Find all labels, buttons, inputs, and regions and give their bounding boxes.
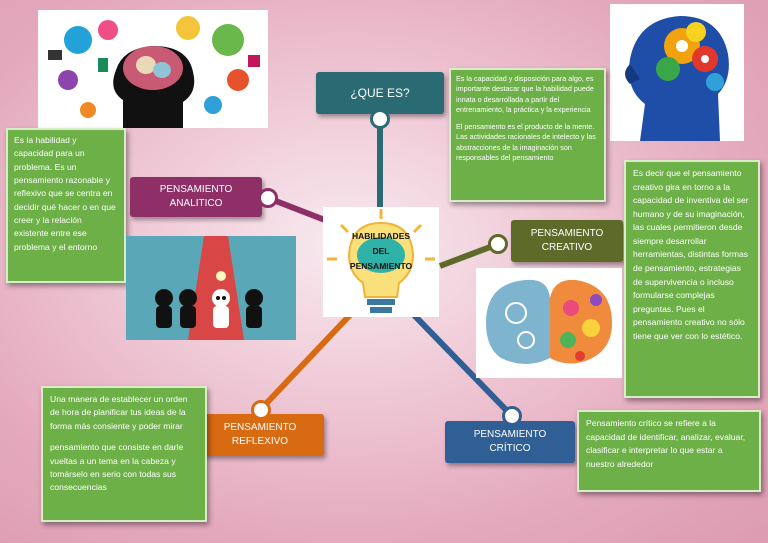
critico-description-box: Pensamiento crítico se refiere a la capa…: [577, 410, 761, 492]
node-pensamiento-creativo: PENSAMIENTO CREATIVO: [511, 220, 623, 262]
creativo-text: Es decir que el pensamiento creativo gir…: [633, 168, 749, 341]
center-title-line3: PENSAMIENTO: [349, 260, 413, 271]
connector-circle-critico: [502, 406, 522, 426]
creativo-description-box: Es decir que el pensamiento creativo gir…: [624, 160, 760, 398]
node-que-es: ¿QUE ES?: [316, 72, 444, 114]
head-icons-illustration: [38, 10, 268, 128]
que-es-description-box: Es la capacidad y disposición para algo,…: [449, 68, 606, 202]
node-pensamiento-analitico: PENSAMIENTO ANALITICO: [130, 177, 262, 217]
critico-text: Pensamiento crítico se refiere a la capa…: [586, 418, 746, 469]
connector-circle-reflexivo: [251, 400, 271, 420]
que-es-text-1: Es la capacidad y disposición para algo,…: [456, 74, 594, 115]
analitico-label-1: PENSAMIENTO: [159, 184, 233, 195]
thinking-people-illustration: [126, 236, 296, 340]
reflexivo-text-2: pensamiento que consiste en darle vuelta…: [50, 442, 184, 493]
analitico-text: Es la habilidad y capacidad para un prob…: [14, 135, 116, 252]
connector-circle-creativo: [488, 234, 508, 254]
center-title-line2: DEL: [372, 245, 390, 256]
critico-label-2: CRÍTICO: [489, 443, 531, 454]
analitico-description-box: Es la habilidad y capacidad para un prob…: [6, 128, 126, 283]
connector-circle-analitico: [258, 188, 278, 208]
que-es-text-2: El pensamiento es el producto de la ment…: [456, 121, 596, 163]
connector-circle-que-es: [370, 109, 390, 129]
reflexivo-label-1: PENSAMIENTO: [223, 422, 297, 433]
creative-brain-illustration: [476, 268, 622, 378]
brain-gears-illustration: [610, 4, 744, 141]
creativo-label-2: CREATIVO: [541, 242, 593, 253]
reflexivo-label-2: REFLEXIVO: [231, 436, 289, 447]
node-pensamiento-critico: PENSAMIENTO CRÍTICO: [445, 421, 575, 463]
center-lightbulb-image: HABILIDADES DEL PENSAMIENTO: [323, 207, 439, 317]
node-pensamiento-reflexivo: PENSAMIENTO REFLEXIVO: [196, 414, 324, 456]
creativo-label-1: PENSAMIENTO: [530, 228, 604, 239]
line-analitico: [266, 195, 332, 225]
critico-label-1: PENSAMIENTO: [473, 429, 547, 440]
node-que-es-label: ¿QUE ES?: [350, 85, 410, 100]
line-reflexivo: [259, 312, 353, 411]
reflexivo-text-1: Una manera de establecer un orden de hor…: [50, 394, 188, 431]
center-title: HABILIDADES DEL PENSAMIENTO: [323, 229, 439, 274]
center-title-line1: HABILIDADES: [351, 231, 411, 241]
reflexivo-description-box: Una manera de establecer un orden de hor…: [41, 386, 207, 522]
line-critico: [411, 312, 515, 419]
analitico-label-2: ANALITICO: [169, 198, 223, 209]
